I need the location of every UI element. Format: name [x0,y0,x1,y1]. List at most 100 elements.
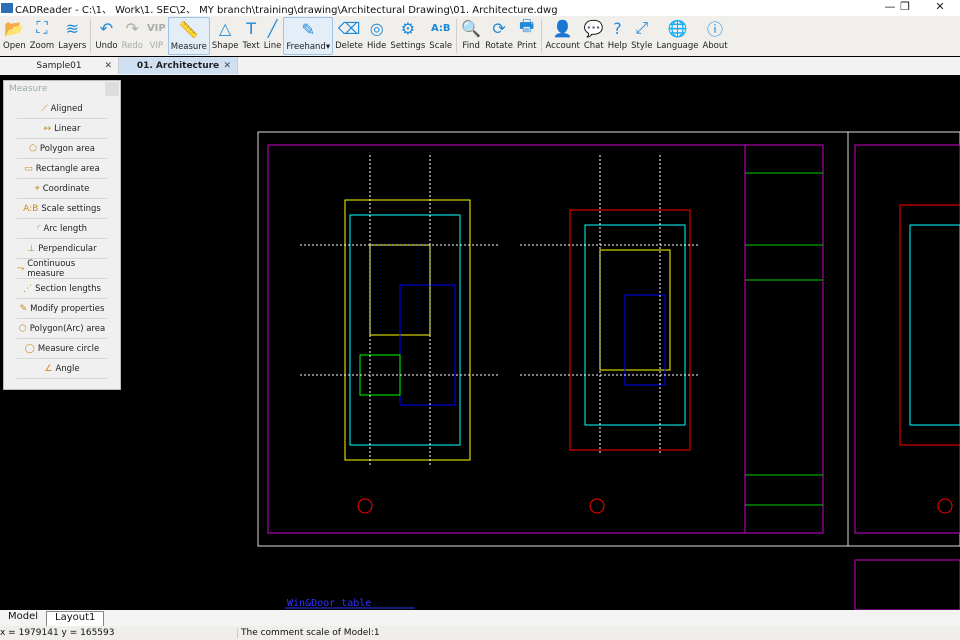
style-icon: ⤢ [635,18,649,37]
sheet-border [257,131,849,547]
measure-continuous-measure[interactable]: ⤳Continuous measure [17,259,107,279]
button-label: Measure [170,42,207,52]
measure-rectangle-area[interactable]: ▭Rectangle area [17,159,107,179]
line-button[interactable]: ╱ Line [262,17,284,55]
measure-section-lengths[interactable]: ⋰Section lengths [17,279,107,299]
button-label: Undo [95,41,118,51]
measure-coordinate[interactable]: ⌖Coordinate [17,179,107,199]
toolbar-separator [540,19,542,53]
measure-linear[interactable]: ↔Linear [17,119,107,139]
measure-polygon-area[interactable]: ⬠Polygon area [17,139,107,159]
toolbar-separator [90,19,92,53]
title-block [744,144,824,534]
shape-button[interactable]: △Shape [210,17,241,55]
tab-layout1[interactable]: Layout1 [46,611,105,626]
redo-icon: ↷ [125,18,139,38]
measure-perpendicular[interactable]: ⊥Perpendicular [17,239,107,259]
measure-modify-properties[interactable]: ✎Modify properties [17,299,107,319]
measure-tool-label: Perpendicular [38,243,97,254]
measure-tool-label: Angle [55,363,80,374]
button-label: Settings [390,41,426,51]
measure-angle[interactable]: ∠Angle [17,359,107,379]
measure-panel-title: Measure [9,84,48,94]
measure-tool-label: Section lengths [35,283,101,294]
account-button[interactable]: 👤Account [544,17,582,55]
zoom-button[interactable]: ⛶Zoom [28,17,57,55]
button-label: Shape [211,41,239,51]
close-tab-icon[interactable]: ✕ [223,60,231,71]
close-tab-icon[interactable]: ✕ [104,60,112,71]
tab-01-architecture[interactable]: 01. Architecture✕ [119,57,238,74]
button-label: Layers [58,41,87,51]
app-logo-icon [1,3,13,13]
tab-sample01[interactable]: Sample01 ✕ [0,57,119,74]
button-label: Open [3,41,26,51]
measure-tool-icon: ⬠ [29,143,37,154]
settings-icon: ⚙ [400,18,416,38]
freehand-button[interactable]: ✎Freehand▾ [283,17,334,55]
measure-tool-icon: ⟋ [41,103,48,114]
document-tabs: Sample01✕ 01. Architecture✕ [0,57,960,75]
measure-tool-icon: ◜ [36,223,41,234]
measure-tool-icon: ⋰ [23,283,33,294]
measure-measure-circle[interactable]: ◯Measure circle [17,339,107,359]
layers-button[interactable]: ≋ Layers [56,17,88,55]
measure-tool-label: Rectangle area [35,163,100,174]
restore-button[interactable]: ❐ [900,0,910,13]
measure-tool-icon: ✎ [19,303,28,314]
find-button[interactable]: 🔍Find [459,17,483,55]
globe-icon: 🌐 [667,18,688,38]
measure-tool-label: Coordinate [42,183,90,194]
rotate-icon: ⟳ [492,18,506,38]
scale-icon: A:B [430,22,451,34]
help-button[interactable]: ? Help [606,17,629,55]
measure-tool-label: Polygon(Arc) area [29,323,106,334]
drawing-canvas[interactable]: Win&Door table [0,75,960,611]
button-label: VIP [149,41,164,51]
rotate-button[interactable]: ⟳Rotate [483,17,515,55]
chat-button[interactable]: 💬Chat [582,17,606,55]
status-bar: x = 1979141 y = 165593 The comment scale… [0,626,960,640]
button-label: Style [631,41,653,51]
measure-tool-icon: ⌖ [34,183,40,194]
measure-aligned[interactable]: ⟋Aligned [17,99,107,119]
button-label: Line [263,41,282,51]
language-button[interactable]: 🌐Language [655,17,701,55]
tab-model[interactable]: Model [0,611,47,626]
line-icon: ╱ [267,18,278,38]
undo-button[interactable]: ↶Undo [93,17,119,55]
help-icon: ? [613,18,622,38]
button-label: Freehand▾ [286,42,331,52]
layers-icon: ≋ [65,18,79,38]
settings-button[interactable]: ⚙ Settings [388,17,427,55]
delete-button[interactable]: ⌫Delete [333,17,365,55]
measure-arc-length[interactable]: ◜Arc length [17,219,107,239]
tab-label: 01. Architecture [136,60,220,71]
measure-tool-label: Arc length [43,223,88,234]
win-door-table-label: Win&Door table [287,598,371,609]
hide-button[interactable]: ◎Hide [365,17,388,55]
open-button[interactable]: 📂Open [1,17,28,55]
measure-tool-icon: ⬡ [18,323,27,334]
measure-tool-label: Polygon area [39,143,95,154]
redo-button[interactable]: ↷Redo [120,17,145,55]
print-button[interactable]: 🖶Print [515,16,539,55]
panel-handle[interactable] [105,82,119,96]
measure-panel: Measure ⟋Aligned↔Linear⬠Polygon area▭Rec… [3,80,121,390]
button-label: Help [607,41,628,51]
measure-button[interactable]: 📏Measure [167,17,210,55]
button-label: Find [462,41,480,51]
style-button[interactable]: ⤢ Style [629,17,654,55]
close-button[interactable]: ✕ [935,0,945,13]
title-bar: CADReader - C:\1、 Work\1. SEC\2、 MY bran… [0,0,960,16]
measure-polygon-arc-area[interactable]: ⬡Polygon(Arc) area [17,319,107,339]
tab-label: Sample01 [36,60,82,71]
measure-tool-icon: ↔ [43,123,52,134]
window-title: CADReader - C:\1、 Work\1. SEC\2、 MY bran… [15,4,558,16]
minimize-button[interactable]: — [884,0,896,13]
